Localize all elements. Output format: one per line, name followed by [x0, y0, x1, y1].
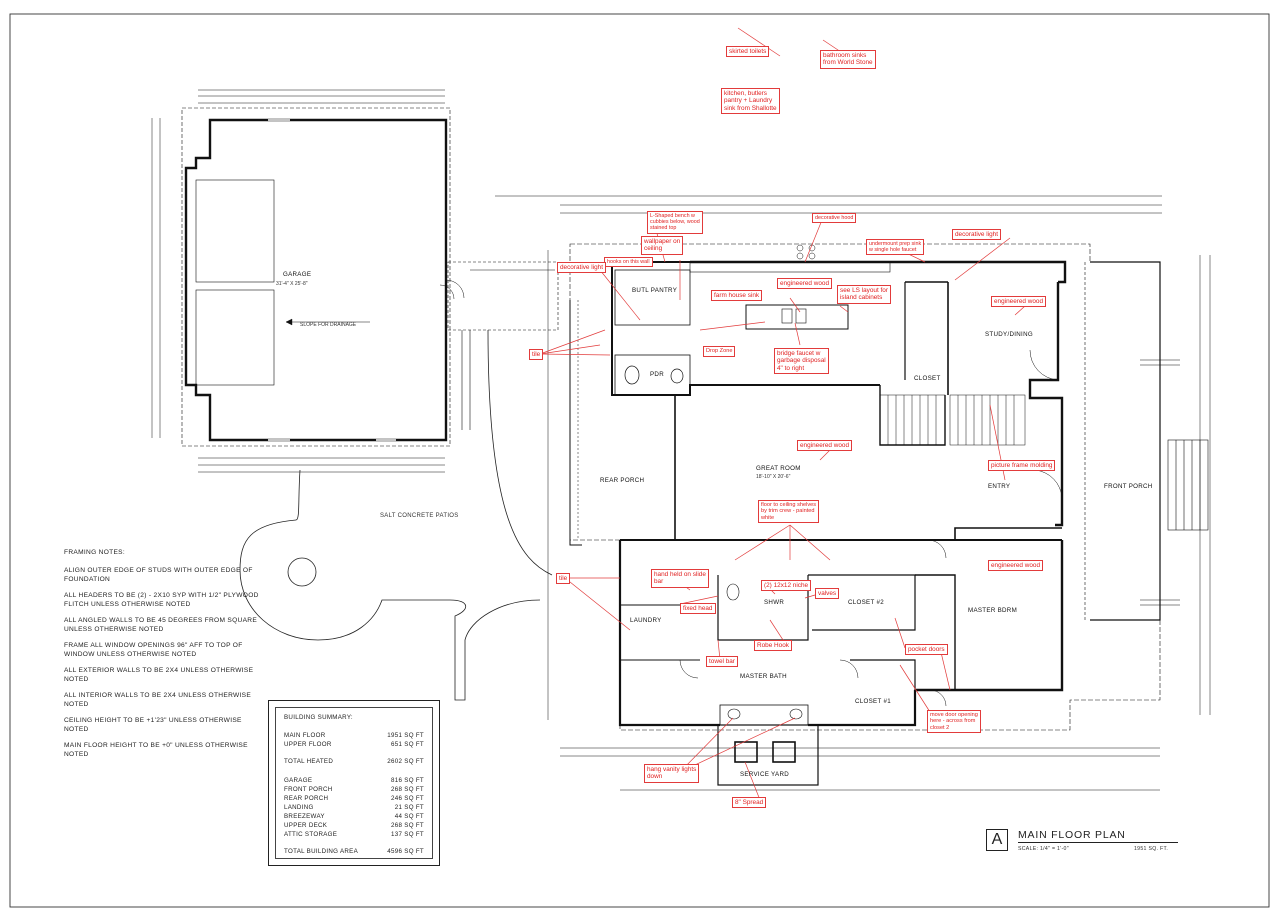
- annotation-floor-ceiling-shelves: floor to ceiling shelves by trim crew - …: [758, 500, 820, 524]
- annotation-engineered-wood: engineered wood: [988, 560, 1044, 572]
- room-label-master-bdrm: MASTER BDRM: [968, 607, 1017, 614]
- room-dim-great-room: 18'-10" X 20'-6": [756, 474, 791, 480]
- framing-notes: FRAMING NOTES: ALIGN OUTER EDGE OF STUDS…: [64, 548, 264, 766]
- room-label-butl-pantry: BUTL PANTRY: [632, 287, 677, 294]
- framing-note: ALL INTERIOR WALLS TO BE 2X4 UNLESS OTHE…: [64, 692, 252, 708]
- framing-note: FRAME ALL WINDOW OPENINGS 96" AFF TO TOP…: [64, 642, 243, 658]
- annotation-tile: tile: [556, 573, 571, 585]
- sheet-scale: SCALE: 1/4" = 1'-0": [1018, 846, 1069, 852]
- framing-note: ALL ANGLED WALLS TO BE 45 DEGREES FROM S…: [64, 617, 258, 633]
- room-label-rear-porch: REAR PORCH: [600, 477, 644, 484]
- annotation-hooks: hooks on this wall: [604, 257, 653, 268]
- breezeway: [447, 261, 559, 430]
- room-label-laundry: LAUNDRY: [630, 617, 662, 624]
- annotation-niche: (2) 12x12 niche: [761, 580, 812, 592]
- room-label-shwr: SHWR: [764, 599, 784, 606]
- room-dim-garage: 31'-4" X 25'-8": [276, 281, 308, 287]
- annotation-hand-held: hand held on slide bar: [651, 569, 709, 588]
- annotation-decorative-hood: decorative hood: [812, 213, 857, 224]
- main-house: [439, 195, 1211, 791]
- framing-note: ALL HEADERS TO BE (2) - 2x10 SYP WITH 1/…: [64, 592, 259, 608]
- room-label-service-yard: SERVICE YARD: [740, 771, 789, 778]
- room-label-entry: ENTRY: [988, 483, 1010, 490]
- room-label-closet: CLOSET: [914, 375, 941, 382]
- sheet-title-block: A MAIN FLOOR PLAN SCALE: 1/4" = 1'-0" 19…: [986, 829, 1196, 859]
- room-label-study-dining: STUDY/DINING: [985, 331, 1033, 338]
- annotation-decorative-light: decorative light: [952, 229, 1001, 241]
- room-label-closet2: CLOSET #2: [848, 599, 884, 606]
- annotation-towel-bar: towel bar: [706, 656, 738, 668]
- annotation-fixed-head: fixed head: [680, 603, 716, 615]
- annotation-robe-hook: Robe Hook: [754, 640, 792, 652]
- sheet-area: 1951 SQ. FT.: [1134, 846, 1169, 852]
- slope-label: SLOPE FOR DRAINAGE: [300, 322, 357, 328]
- annotation-undermount-prep-sink: undermount prep sink w single hole fauce…: [866, 239, 925, 256]
- framing-notes-heading: FRAMING NOTES:: [64, 549, 125, 556]
- sheet-badge: A: [986, 829, 1008, 851]
- annotation-decorative-light: decorative light: [557, 262, 606, 274]
- framing-note: MAIN FLOOR HEIGHT TO BE +0" UNLESS OTHER…: [64, 742, 248, 758]
- annotation-bridge-faucet: bridge faucet w garbage disposal 4" to r…: [774, 348, 829, 375]
- annotation-engineered-wood: engineered wood: [777, 278, 833, 290]
- annotation-valves: valves: [815, 588, 840, 600]
- annotation-island-cabinets: see LS layout for island cabinets: [837, 285, 891, 304]
- annotation-engineered-wood: engineered wood: [797, 440, 853, 452]
- room-label-garage: GARAGE: [283, 271, 311, 278]
- annotation-farm-house-sink: farm house sink: [711, 290, 763, 302]
- annotation-move-door: move door opening here - across from clo…: [927, 710, 981, 734]
- annotation-leaders: [539, 27, 1026, 801]
- framing-note: ALIGN OUTER EDGE OF STUDS WITH OUTER EDG…: [64, 567, 253, 583]
- annotation-bathroom-sinks: bathroom sinks from World Stone: [820, 50, 876, 69]
- room-label-pdr: PDR: [650, 371, 664, 378]
- room-label-master-bath: MASTER BATH: [740, 673, 787, 680]
- annotation-kitchen-sinks: kitchen, butlers pantry + Laundry sink f…: [721, 88, 780, 115]
- annotation-picture-frame-molding: picture frame molding: [988, 460, 1056, 472]
- patio-outline: [239, 329, 553, 701]
- framing-note: ALL EXTERIOR WALLS TO BE 2X4 UNLESS OTHE…: [64, 667, 254, 683]
- annotation-spread: 8" Spread: [732, 797, 767, 809]
- sheet-border: [9, 13, 1270, 908]
- annotation-tile: tile: [529, 349, 544, 361]
- annotation-wallpaper: wallpaper on ceiling: [641, 236, 684, 255]
- room-label-front-porch: FRONT PORCH: [1104, 483, 1153, 490]
- garage-block: [151, 89, 465, 473]
- annotation-pocket-doors: pocket doors: [905, 644, 948, 656]
- patios-label: SALT CONCRETE PATIOS: [380, 513, 459, 519]
- annotation-engineered-wood: engineered wood: [991, 296, 1047, 308]
- framing-note: CEILING HEIGHT TO BE +1'23" UNLESS OTHER…: [64, 717, 242, 733]
- sheet-title: MAIN FLOOR PLAN: [1018, 829, 1126, 841]
- annotation-drop-zone: Drop Zone: [703, 346, 736, 358]
- room-label-great-room: GREAT ROOM: [756, 465, 801, 472]
- building-summary-heading: BUILDING SUMMARY:: [284, 714, 353, 721]
- annotation-l-shaped-bench: L-Shaped bench w cubbies below, wood sta…: [647, 211, 703, 234]
- title-rule: [1018, 842, 1178, 843]
- room-label-closet1: CLOSET #1: [855, 698, 891, 705]
- annotation-vanity-lights: hang vanity lights down: [644, 764, 700, 783]
- annotation-skirted-toilets: skirted toilets: [726, 46, 770, 58]
